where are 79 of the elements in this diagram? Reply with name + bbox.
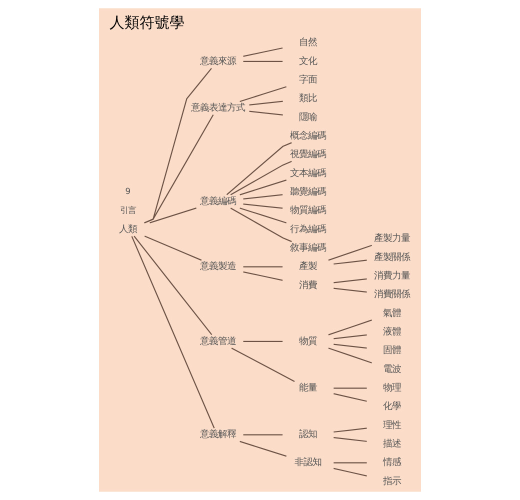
- connector: [243, 340, 283, 342]
- connector: [243, 60, 283, 62]
- node-text: 自然: [299, 37, 318, 48]
- node-text: 文本編碼: [290, 168, 326, 179]
- node-text: 氣體: [383, 308, 402, 319]
- connector: [328, 348, 372, 364]
- connector: [226, 142, 292, 196]
- connector: [134, 236, 212, 336]
- connector: [243, 271, 283, 281]
- diagram-title: 人類符號學: [110, 14, 185, 32]
- connector: [243, 266, 283, 268]
- node-text: 液體: [383, 326, 402, 338]
- node-text: 字面: [299, 74, 318, 86]
- node-text: 意義編碼: [200, 196, 236, 207]
- node-text: 消費關係: [374, 289, 410, 300]
- connector: [240, 208, 287, 224]
- connector: [334, 393, 367, 402]
- connector: [230, 208, 292, 242]
- node-text: 物質編碼: [290, 205, 326, 216]
- node-text: 固體: [383, 345, 402, 356]
- node-text: 情感: [383, 457, 402, 468]
- connector: [334, 388, 367, 389]
- node-text: 概念編碼: [290, 130, 326, 142]
- node-text: 視覺編碼: [290, 149, 326, 160]
- node-text: 產製: [299, 261, 318, 272]
- node-text: 產製力量: [374, 233, 410, 244]
- connector: [231, 348, 295, 382]
- node-text: 隱喻: [299, 112, 318, 123]
- connector: [131, 236, 215, 428]
- connector: [230, 160, 292, 196]
- connector: [240, 86, 287, 102]
- node-text: 意義管道: [200, 336, 236, 347]
- node-text: 敘事編碼: [290, 242, 326, 254]
- connector: [243, 434, 283, 436]
- connector: [334, 260, 367, 265]
- node-text: 意義製造: [200, 261, 236, 272]
- connector: [328, 244, 372, 261]
- node-text: 消費力量: [374, 270, 410, 282]
- connector: [334, 468, 367, 476]
- node-text: 消費: [299, 280, 318, 291]
- node-text: 行為編碼: [290, 224, 326, 235]
- connector: [334, 462, 367, 464]
- connector: [334, 428, 367, 433]
- node-text: 理性: [383, 420, 402, 431]
- node-text: 物質: [299, 336, 318, 347]
- connector: [243, 194, 283, 200]
- node-text: 描述: [383, 438, 402, 450]
- node-text: 意義來源: [200, 56, 236, 67]
- connector: [144, 114, 214, 224]
- connector: [334, 344, 367, 349]
- connector: [249, 110, 283, 116]
- node-text: 指示: [383, 476, 402, 487]
- node-text: 認知: [299, 429, 318, 440]
- connector: [150, 208, 196, 224]
- node-text: 意義解釋: [200, 429, 236, 440]
- node-text: 電波: [383, 364, 402, 375]
- connector: [243, 47, 283, 57]
- node-text: 化學: [383, 401, 402, 412]
- node-text: 聽覺編碼: [290, 186, 326, 198]
- label: 9: [125, 186, 131, 196]
- node-text: 類比: [299, 93, 318, 104]
- node-text: 文化: [299, 56, 318, 67]
- connector: [334, 334, 367, 340]
- node-text: 產製關係: [374, 252, 410, 263]
- connector: [334, 278, 367, 284]
- connector: [240, 180, 287, 196]
- connector: [328, 320, 372, 336]
- connector: [144, 236, 202, 261]
- connector: [334, 288, 367, 293]
- node-text: 非認知: [294, 457, 322, 468]
- node-text: 能量: [299, 382, 318, 394]
- connector: [334, 437, 367, 442]
- label: 引言: [120, 204, 136, 215]
- node-text: 意義表達方式: [191, 102, 245, 114]
- node-text: 物理: [383, 382, 402, 394]
- connector: [243, 203, 283, 209]
- connector: [249, 100, 283, 106]
- connector: [240, 440, 287, 457]
- node-text: 人類: [118, 224, 137, 235]
